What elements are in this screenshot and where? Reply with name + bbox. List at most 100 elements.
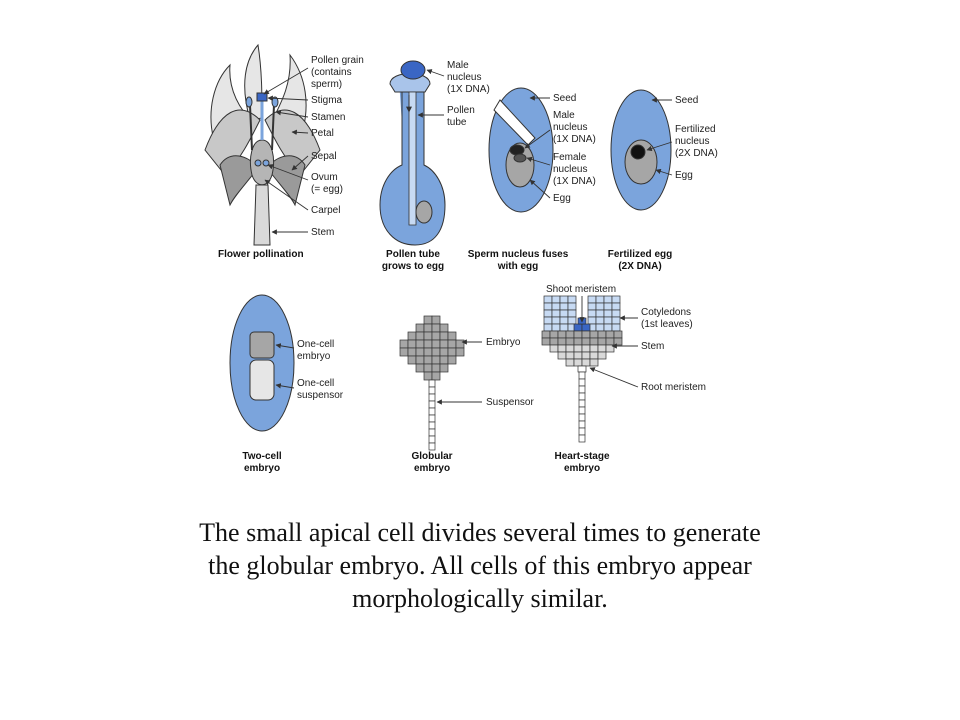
cotyledons-label-2: (1st leaves) (641, 319, 693, 330)
embryo-cell (439, 363, 449, 373)
suspensor-cell (428, 386, 436, 395)
pollen-tube-caption-1: Pollen tube (386, 249, 440, 260)
suspensor-cell (578, 378, 586, 387)
cotyledon-cell (611, 323, 621, 332)
heart-body-cell (581, 330, 591, 339)
fertilized-caption-1: Fertilized egg (608, 249, 672, 260)
embryo-cell (415, 363, 425, 373)
root-meristem-leader (589, 367, 639, 388)
cotyledon-cell (543, 302, 553, 311)
heart-body-cell (597, 351, 607, 360)
male-nucleus-leader (426, 69, 445, 77)
heart-caption-2: embryo (564, 463, 600, 474)
heart-body-cell (565, 330, 575, 339)
suspensor-cell (578, 392, 586, 401)
fusion-female-label-3: (1X DNA) (553, 176, 596, 187)
embryo-cell (415, 339, 425, 349)
suspensor-cell (578, 427, 586, 436)
embryo-cell (431, 355, 441, 365)
cotyledon-cell (543, 309, 553, 318)
heart-body-cell (557, 351, 567, 360)
embryo-cell (431, 331, 441, 341)
heart-body-cell (565, 344, 575, 353)
embryo-cell (423, 323, 433, 333)
cotyledon-cell (559, 302, 569, 311)
embryo-cell (407, 347, 417, 357)
heart-body-cell (557, 337, 567, 346)
two-cell-suspensor-label-2: suspensor (297, 390, 344, 401)
fusion-female-label-1: Female (553, 152, 587, 163)
embryo-development-diagram: Pollen grain (contains sperm) Stigma Sta… (204, 43, 718, 474)
suspensor-cell (578, 371, 586, 380)
cotyledon-cell (543, 316, 553, 325)
fert-nucleus-label-3: (2X DNA) (675, 148, 718, 159)
cotyledon-cell (551, 302, 561, 311)
heart-caption-1: Heart-stage (554, 451, 609, 462)
heart-body-cell (573, 358, 583, 367)
heart-body-cell (589, 351, 599, 360)
fusion-seed-label: Seed (553, 93, 576, 104)
globular-embryo-label: Embryo (486, 337, 521, 348)
fusion-caption-2: with egg (497, 261, 539, 272)
embryo-cell (439, 347, 449, 357)
flower-caption: Flower pollination (218, 249, 304, 260)
embryo-cell (431, 371, 441, 381)
heart-body-cell (589, 330, 599, 339)
fusion-egg-leader (529, 179, 551, 199)
globular-caption-2: embryo (414, 463, 450, 474)
cotyledons-label-1: Cotyledons (641, 307, 691, 318)
two-cell-caption-1: Two-cell (242, 451, 281, 462)
ovum-label-2: (= egg) (311, 184, 343, 195)
stigma-label: Stigma (311, 95, 343, 106)
heart-body-cell (541, 337, 551, 346)
fusion-male-label-3: (1X DNA) (553, 134, 596, 145)
heart-body-cell (605, 337, 615, 346)
cotyledon-cell (587, 295, 597, 304)
heart-body-cell (549, 330, 559, 339)
stem-label: Stem (311, 227, 334, 238)
fusion-caption-1: Sperm nucleus fuses (468, 249, 569, 260)
cotyledon-cell (567, 309, 577, 318)
caption-line-2: the globular embryo. All cells of this e… (208, 551, 752, 580)
pollen-label-3: sperm) (311, 79, 342, 90)
heart-stage-panel: Shoot meristem Cotyledons (1st leaves) S… (541, 284, 706, 474)
two-cell-embryo-label-2: embryo (297, 351, 331, 362)
embryo-cell (439, 355, 449, 365)
heart-stage-embryo-cells (541, 295, 623, 373)
heart-body-cell (581, 344, 591, 353)
cotyledon-cell (611, 295, 621, 304)
heart-body-cell (589, 358, 599, 367)
suspensor-cell (428, 393, 436, 402)
heart-body-cell (573, 330, 583, 339)
embryo-cell (423, 347, 433, 357)
cotyledon-cell (587, 302, 597, 311)
suspensor-cell (428, 442, 436, 451)
two-cell-panel: One-cell embryo One-cell suspensor Two-c… (229, 294, 344, 474)
embryo-cell (407, 339, 417, 349)
heart-stem-label: Stem (641, 341, 664, 352)
fert-egg-label: Egg (675, 170, 693, 181)
two-cell-caption-2: embryo (244, 463, 280, 474)
cotyledon-cell (587, 309, 597, 318)
two-cell-embryo-label-1: One-cell (297, 339, 334, 350)
fusion-male-label-1: Male (553, 110, 575, 121)
cotyledon-cell (603, 323, 613, 332)
ovum-label-1: Ovum (311, 172, 338, 183)
heart-body-cell (557, 344, 567, 353)
heart-body-cell (573, 344, 583, 353)
flower-panel: Pollen grain (contains sperm) Stigma Sta… (204, 43, 364, 260)
cotyledon-cell (603, 302, 613, 311)
fusion-egg-label: Egg (553, 193, 571, 204)
cotyledon-cell (595, 309, 605, 318)
embryo-cell (415, 323, 425, 333)
svg-text:(contains: (contains (311, 67, 352, 78)
fusion-male-leader (524, 129, 551, 149)
pollen-label-1: Pollen grain (311, 55, 364, 66)
cotyledon-cell (551, 316, 561, 325)
embryo-cell (399, 339, 409, 349)
cotyledon-cell (543, 295, 553, 304)
embryo-cell (431, 323, 441, 333)
suspensor-cell (428, 435, 436, 444)
root-meristem-cell (577, 365, 587, 373)
embryo-cell (423, 363, 433, 373)
